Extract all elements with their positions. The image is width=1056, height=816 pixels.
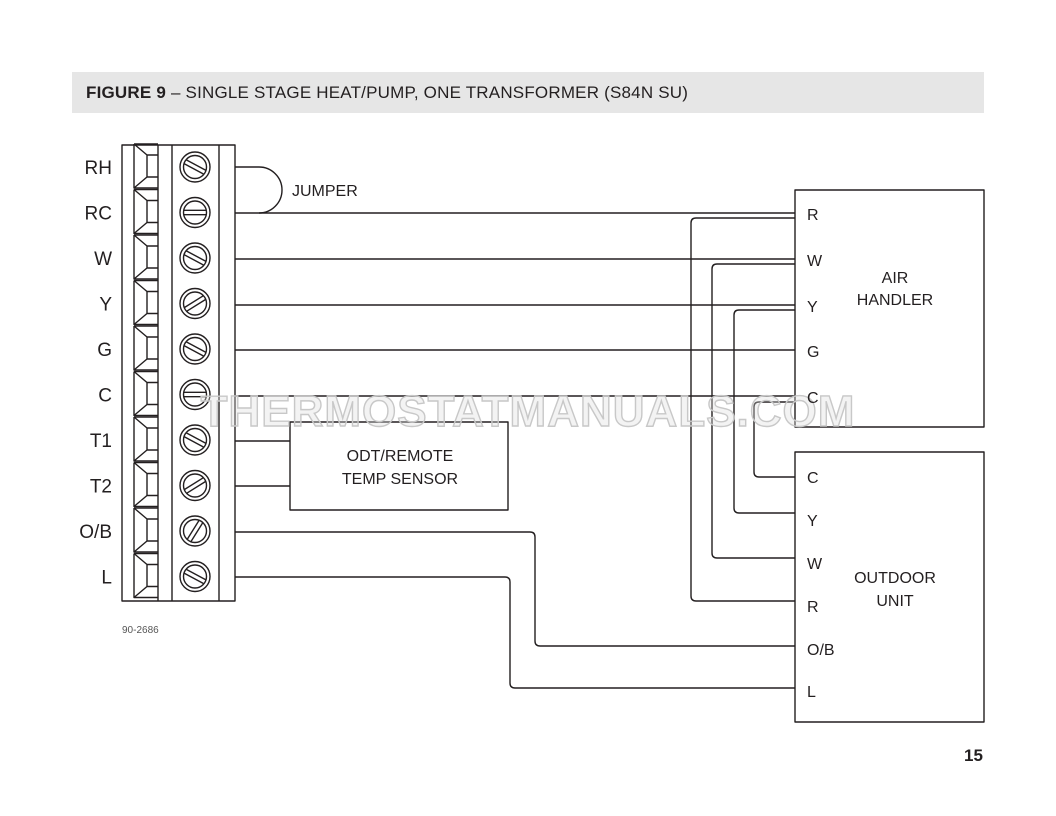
figure-number: FIGURE 9 — [86, 83, 167, 102]
screw-slot-icon — [183, 476, 207, 495]
terminal-label: C — [98, 386, 112, 407]
outdoor-unit-terminal: W — [807, 556, 823, 573]
thermostat-terminal-block — [121, 143, 236, 602]
air-handler-label-line2: HANDLER — [857, 292, 933, 309]
screw-slot-icon — [183, 391, 207, 398]
watermark: THERMOSTATMANUALS.COM — [201, 387, 856, 436]
sensor-label-line2: TEMP SENSOR — [342, 471, 458, 488]
wire-connector-icon — [133, 552, 158, 599]
figure-title: FIGURE 9 – SINGLE STAGE HEAT/PUMP, ONE T… — [86, 83, 688, 103]
wire-connector-icon — [133, 279, 158, 326]
sensor-label-line1: ODT/REMOTE — [347, 448, 454, 465]
wire-ob-to-od-ob — [235, 531, 795, 647]
screw-inner-icon — [182, 382, 208, 407]
terminal-label: W — [94, 249, 112, 270]
outdoor-unit-box — [794, 451, 985, 723]
screw-inner-icon — [182, 427, 208, 453]
air-handler-terminal: R — [807, 207, 819, 224]
terminal-row — [133, 507, 211, 553]
screw-inner-icon — [182, 473, 208, 498]
screw-inner-icon — [182, 245, 208, 271]
air-handler-terminal: W — [807, 253, 823, 270]
outdoor-unit-terminal: L — [807, 684, 816, 701]
screw-outer-icon — [179, 378, 211, 411]
wire-ah-w-to-od-w — [711, 263, 795, 559]
screw-inner-icon — [182, 518, 208, 544]
terminal-label: Y — [99, 295, 112, 316]
wire-connector-icon — [133, 188, 158, 235]
wire-ah-y-to-od-y — [733, 309, 795, 514]
terminal-row — [133, 188, 211, 235]
outdoor-unit-terminal: Y — [807, 513, 818, 530]
terminal-row — [133, 416, 211, 462]
screw-inner-icon — [182, 336, 208, 362]
outdoor-unit-terminal: C — [807, 470, 819, 487]
air-handler-label-line1: AIR — [882, 270, 909, 287]
wire-ah-c-to-od-c — [753, 401, 795, 478]
odt-sensor-box — [289, 421, 509, 511]
screw-slot-icon — [183, 432, 207, 448]
wire-connector-icon — [133, 234, 158, 280]
screw-slot-icon — [183, 159, 207, 175]
wire-connector-icon — [133, 143, 158, 189]
outdoor-unit-terminal: O/B — [807, 642, 835, 659]
page-number: 15 — [964, 746, 983, 765]
outdoor-unit-label-line2: UNIT — [876, 593, 914, 610]
screw-slot-icon — [186, 519, 204, 543]
screw-slot-icon — [183, 341, 207, 357]
air-handler-box — [794, 189, 985, 428]
air-handler-terminal: G — [807, 344, 819, 361]
air-handler-terminal: Y — [807, 299, 818, 316]
figure-header: FIGURE 9 – SINGLE STAGE HEAT/PUMP, ONE T… — [72, 72, 984, 113]
jumper-label: JUMPER — [292, 183, 358, 200]
screw-outer-icon — [179, 242, 211, 274]
screw-slot-icon — [183, 568, 207, 585]
screw-outer-icon — [179, 424, 211, 456]
screw-outer-icon — [179, 469, 211, 502]
terminal-row — [133, 370, 211, 417]
screw-slot-icon — [183, 294, 207, 313]
terminal-row — [133, 143, 211, 189]
screw-inner-icon — [182, 564, 208, 589]
wire-connector-icon — [133, 461, 158, 508]
terminal-label: T2 — [90, 477, 112, 498]
terminal-label: L — [101, 568, 112, 589]
wire-connector-icon — [133, 416, 158, 462]
screw-outer-icon — [179, 287, 211, 320]
outdoor-unit-terminal: R — [807, 599, 819, 616]
wire-ah-r-to-od-r — [690, 217, 795, 602]
screw-outer-icon — [179, 196, 211, 229]
terminal-row — [133, 234, 211, 280]
outdoor-unit-label-line1: OUTDOOR — [854, 570, 936, 587]
screw-outer-icon — [179, 515, 211, 547]
terminal-label: RC — [85, 204, 112, 225]
screw-inner-icon — [182, 200, 208, 225]
screw-inner-icon — [182, 154, 208, 180]
title-separator: – — [166, 83, 186, 102]
screw-slot-icon — [183, 250, 207, 266]
screw-inner-icon — [182, 291, 208, 316]
terminal-label: O/B — [79, 522, 112, 543]
watermark-fill: THERMOSTATMANUALS.COM — [201, 387, 856, 436]
air-handler-terminal: C — [807, 390, 819, 407]
jumper-wire — [235, 166, 283, 214]
wire-l-to-od-l — [235, 576, 795, 689]
terminal-row — [133, 552, 211, 599]
terminal-label: T1 — [90, 431, 112, 452]
terminal-row — [133, 325, 211, 371]
screw-outer-icon — [179, 560, 211, 593]
wire-connector-icon — [133, 370, 158, 417]
wire-connector-icon — [133, 507, 158, 553]
wire-connector-icon — [133, 325, 158, 371]
terminal-row — [133, 279, 211, 326]
terminal-row — [133, 461, 211, 508]
screw-slot-icon — [183, 209, 207, 216]
screw-outer-icon — [179, 151, 211, 183]
terminal-label: RH — [85, 158, 112, 179]
terminal-label: G — [97, 340, 112, 361]
figure-caption: SINGLE STAGE HEAT/PUMP, ONE TRANSFORMER … — [185, 83, 689, 102]
terminal-block-outline — [121, 144, 236, 602]
screw-outer-icon — [179, 333, 211, 365]
part-number: 90-2686 — [122, 625, 159, 636]
